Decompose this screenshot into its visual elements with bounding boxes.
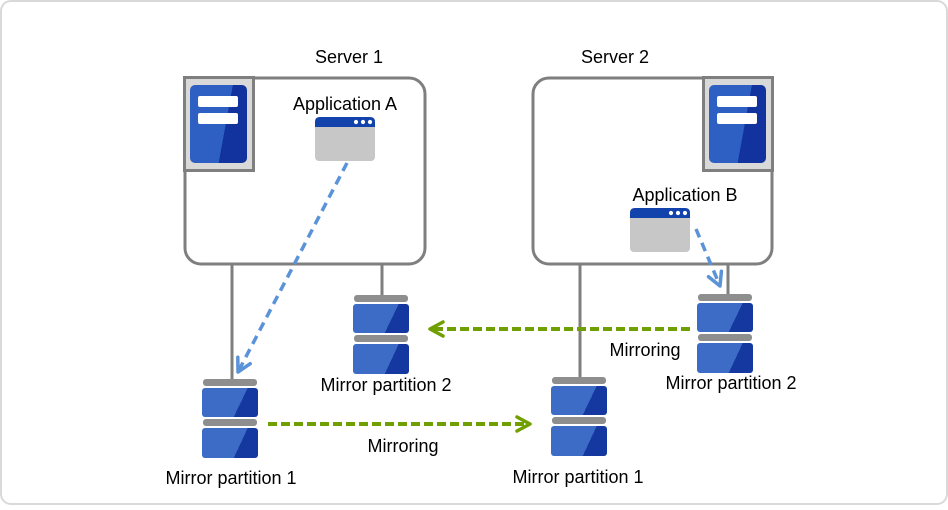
application-b-label: Application B [632, 185, 737, 205]
app-b-access-arrow [694, 228, 724, 288]
mirroring-top-label: Mirroring [609, 340, 680, 360]
server1-partition2-label: Mirror partition 2 [320, 375, 451, 395]
app-a-access-arrow [236, 162, 349, 374]
server2-partition1-label: Mirror partition 1 [512, 467, 643, 487]
application-window-icon [315, 117, 375, 161]
application-window-icon [630, 208, 690, 252]
server-tower-icon [183, 76, 255, 172]
application-a-label: Application A [293, 94, 397, 114]
server1-label: Server 1 [315, 47, 383, 67]
mirroring-bottom-label: Mirroring [367, 436, 438, 456]
server2-partition2-label: Mirror partition 2 [665, 373, 796, 393]
server-tower-icon [702, 76, 774, 172]
server1-partition1-label: Mirror partition 1 [165, 468, 296, 488]
server2-label: Server 2 [581, 47, 649, 67]
